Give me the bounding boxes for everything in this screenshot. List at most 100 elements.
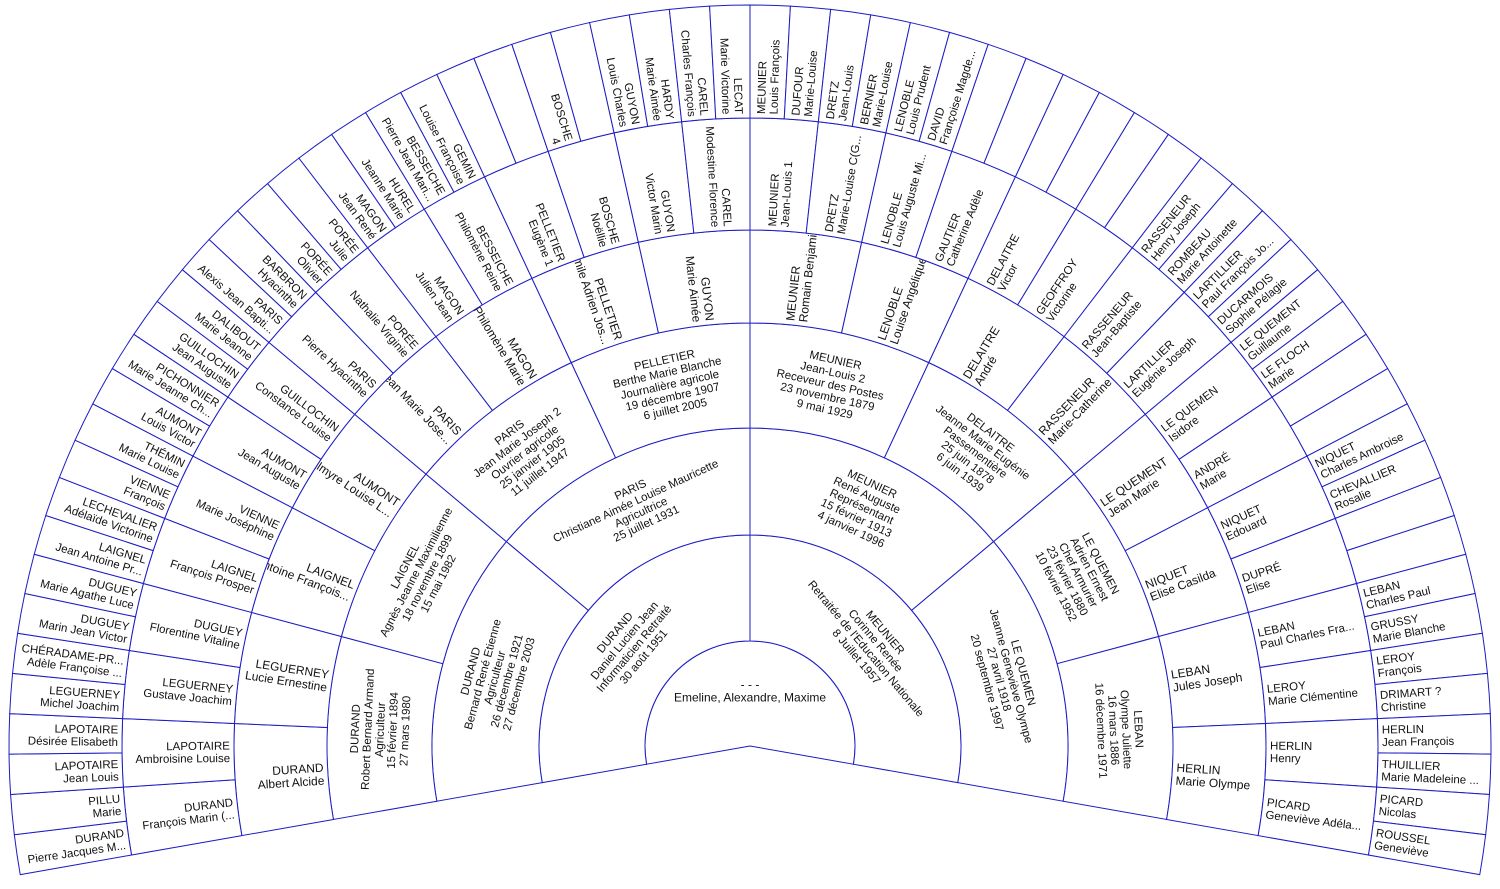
ancestor-cell[interactable]: HARDYMarie Aimée [628, 8, 683, 127]
ancestor-cell[interactable]: LEGUERNEYGustave Joachim [122, 649, 241, 725]
ancestor-cell[interactable]: DELAITREJeanne Marie EugéniePassementièr… [883, 361, 1075, 543]
surname: DURAND [184, 797, 234, 815]
ancestor-cell[interactable]: DUGUEYMarie Agathe Luce [24, 553, 145, 618]
surname: CAREL [694, 77, 709, 117]
person-label: PICARDNicolas [1378, 793, 1424, 821]
ancestor-cell[interactable]: BERNIERMarie-Louise [851, 14, 911, 134]
ancestor-cell[interactable]: VIENNEFrançois [58, 439, 179, 520]
ancestor-cell[interactable]: CARELCharles François [668, 5, 717, 123]
person-detail: Olympe Juliette [1118, 690, 1133, 770]
ancestor-cell[interactable]: HERLINHenry [1264, 718, 1379, 788]
ancestor-cell[interactable]: MEUNIERLouis François [749, 4, 791, 120]
ancestor-cell[interactable]: ROUSSELGeneviève [1367, 820, 1487, 876]
ancestor-cell[interactable]: DUFOURMarie-Louise [783, 5, 832, 123]
ancestor-cell[interactable]: LAIGNELFrançois Prosper [142, 517, 270, 614]
ancestor-cell[interactable]: PARISPierre Hyacinthe [268, 291, 394, 416]
person-label: LEBANOlympe Juliette16 mars 188616 décem… [1092, 681, 1146, 779]
person-detail: Marie Victorine [717, 38, 731, 115]
ancestor-cell[interactable]: LEGUERNEYMichel Joachim [9, 672, 126, 720]
surname: LAPOTAIRE [54, 759, 118, 773]
ancestor-cell[interactable]: MAGONPhilomène Marie [435, 277, 572, 412]
ancestor-cell[interactable]: GUILLOCHINConstance Louise [227, 341, 356, 461]
ancestor-cell[interactable]: LAIGNELAntoine François... [250, 507, 376, 638]
person-detail: Marie [92, 806, 122, 821]
ancestor-cell[interactable]: AUMONTPalmyre Louise L... [291, 413, 427, 552]
ancestor-cell[interactable]: VIENNEMarie Joséphine [164, 455, 293, 560]
person-label: LECATMarie Victorine [717, 37, 744, 114]
ancestor-cell[interactable]: DURANDRobert Bernard ArmandAgriculteur15… [326, 635, 444, 821]
surname: LECAT [731, 78, 744, 115]
ancestor-cell[interactable]: LENOBLELouis Auguste Mi... [861, 132, 953, 259]
ancestor-cell[interactable]: LEROYMarie Clémentine [1259, 649, 1378, 725]
ancestor-cell[interactable]: LENOBLELouis Prudent [885, 21, 951, 142]
ancestor-cell[interactable]: LE FLOCHMarie [1251, 300, 1367, 398]
ancestor-cell[interactable]: DELAITREAndré [928, 277, 1065, 412]
person-label: HERLINMarie Olympe [1175, 761, 1252, 793]
ancestor-cell[interactable]: DURANDBernard René EtienneAgriculteur26 … [431, 540, 590, 802]
surname: THUILLIER [1381, 759, 1440, 773]
surname: HERLIN [1176, 761, 1221, 778]
ancestor-cell[interactable]: NIQUETEdouard [1207, 455, 1336, 560]
surname: GUYON [698, 276, 717, 321]
person-detail: Nicolas [1378, 806, 1417, 821]
ancestor-cell[interactable]: CARELModestine Florence [681, 117, 751, 234]
ancestor-cell[interactable]: DURANDFrançois Marin (... [122, 779, 243, 856]
ancestor-cell[interactable]: PICARDNicolas [1372, 786, 1490, 836]
ancestor-cell[interactable]: LAPOTAIREJean Louis [8, 752, 124, 795]
ancestor-cell[interactable]: LEBANCharles Paul [1355, 553, 1476, 618]
ancestor-cell[interactable]: PARISJean Marie Jose... [354, 335, 494, 475]
ancestor-cell[interactable]: MEUNIERRené AugusteReprésentant15 févrie… [749, 427, 995, 612]
ancestor-cell[interactable]: THUILLIERMarie Madeleine ... [1376, 752, 1492, 795]
ancestor-cell[interactable]: LECATMarie Victorine [709, 4, 751, 120]
person-label: DRIMART ?Christine [1380, 686, 1443, 715]
ancestor-cell[interactable]: PORÉEOlivier [236, 182, 342, 294]
person-detail: 27 mars 1980 [398, 696, 413, 767]
ancestor-cell[interactable]: ANDRÉMarie [1178, 396, 1308, 509]
ancestor-cell[interactable]: LEBANOlympe Juliette16 mars 188616 décem… [1056, 635, 1174, 821]
ancestor-cell[interactable]: DELAITREVictor [967, 176, 1077, 306]
person-detail: Jean-Louis 1 [780, 161, 796, 227]
person-detail: François [1377, 663, 1422, 680]
surname: HERLIN [1382, 724, 1424, 737]
surname: MEUNIER [767, 173, 782, 227]
surname: PICARD [1266, 797, 1311, 814]
ancestor-cell[interactable]: GRUSSYMarie Blanche [1363, 592, 1483, 652]
ancestor-cell[interactable]: PILLUMarie [10, 786, 128, 836]
ancestor-cell[interactable]: PELLETIEREugène 1 [483, 150, 585, 280]
person-detail: 16 décembre 1971 [1092, 682, 1108, 778]
person-label: LAPOTAIREJean Louis [54, 759, 119, 786]
person-label: HERLINHenry [1270, 741, 1312, 766]
ancestor-cell[interactable]: PICARDGeneviève Adéla... [1257, 779, 1378, 856]
ancestor-cell[interactable]: LENOBLELouise Angélique... [840, 241, 969, 364]
surname: DURAND [272, 761, 324, 778]
surname: HARDY [658, 78, 675, 120]
ancestor-cell[interactable]: LAPOTAIREAmbroisine Louise [121, 718, 236, 788]
ancestor-cell[interactable]: LAIGNELAgnès Jeanne Maximilienne18 novem… [340, 473, 508, 665]
ancestor-cell[interactable]: MEUNIERJean-Louis 2Receveur des Postes23… [749, 322, 930, 459]
ancestor-cell[interactable]: GUYONLouis Charles [589, 14, 649, 134]
surname: LEBAN [1170, 662, 1211, 682]
ancestor-cell[interactable]: LEGUERNEYLucie Ernestine [233, 611, 343, 729]
person-label: LEBANCharles Paul [1362, 573, 1432, 612]
ancestor-cell[interactable]: HERLINJean François [1376, 713, 1492, 755]
ancestor-cell[interactable]: PELLETIEREmile Adrien Jos... [531, 241, 660, 364]
ancestor-cell[interactable]: GEOFFROYVictorine [1017, 208, 1134, 338]
ancestor-cell[interactable]: GUYONMarie Aimée [637, 229, 751, 334]
ancestor-cell[interactable]: DURANDAlbert Alcide [233, 722, 335, 837]
person-label: LAPOTAIREAmbroisine Louise [135, 740, 230, 766]
ancestor-cell[interactable]: DRETZMarie-Louise C(G... [805, 121, 887, 243]
ancestor-cell[interactable]: PORÉEJulie [266, 157, 369, 271]
person-label: PILLUMarie [88, 793, 122, 820]
person-detail: Michel Joachim [40, 697, 120, 715]
ancestor-cell[interactable]: LE QUEMENAdrien ErnestChef Armurier23 fé… [992, 473, 1160, 665]
ancestor-cell[interactable]: LEBANPaul Charles Fra... [1247, 582, 1372, 669]
ancestor-cell[interactable]: LE QUEMENJeanne Geneviève Olympe27 avril… [910, 540, 1069, 802]
ancestor-cell[interactable]: GUYONVictor Marin [613, 121, 695, 243]
ancestor-cell[interactable]: LAPOTAIREDésirée Elisabeth [8, 713, 124, 755]
surname: MEUNIER [783, 265, 803, 322]
ancestor-cell[interactable]: BOSCHENoëllie [547, 132, 639, 259]
ancestor-cell[interactable]: DURANDDaniel Lucien JeanInformaticien Re… [538, 534, 751, 784]
ancestor-cell[interactable]: BARBRONHyacinthe [208, 210, 317, 318]
ancestor-cell[interactable]: HERLINMarie Olympe [1165, 722, 1267, 837]
